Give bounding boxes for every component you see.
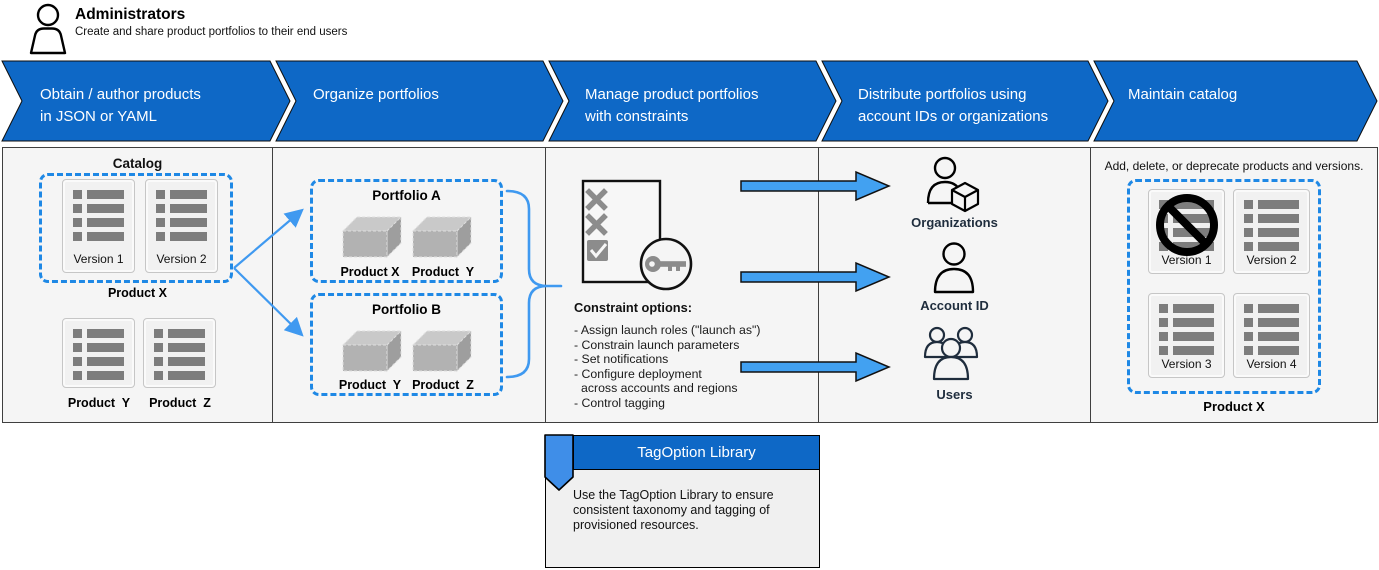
account-id-person-icon — [933, 242, 975, 294]
version-3-document: Version 3 — [1148, 293, 1225, 378]
document-lines — [1244, 304, 1299, 355]
product-cube-icon — [341, 215, 403, 259]
constraint-item-continuation: across accounts and regions — [581, 381, 738, 396]
constraint-item: - Configure deployment — [574, 366, 702, 381]
document-lines — [73, 329, 124, 380]
step-2-label: Organize portfolios — [313, 86, 439, 103]
panel-portfolios: Portfolio A Product X Product Y Portfoli… — [272, 147, 546, 423]
product-y-document — [62, 318, 135, 388]
product-y-label: Product Y — [67, 396, 131, 410]
version-2-document: Version 2 — [1233, 189, 1310, 274]
portfolio-b-product-1: Product Y — [338, 378, 402, 392]
constraint-options-heading: Constraint options: — [574, 300, 693, 315]
tagoption-ribbon-icon — [544, 434, 574, 491]
version-1-label: Version 1 — [1161, 253, 1212, 267]
document-lines — [73, 190, 124, 241]
version-2-document: Version 2 — [145, 179, 218, 273]
checkbox-checked-icon — [587, 240, 608, 261]
step-5-label: Maintain catalog — [1128, 86, 1238, 103]
organizations-label: Organizations — [911, 215, 998, 230]
product-z-label: Product Z — [149, 396, 211, 410]
x-mark-icon — [585, 188, 608, 236]
version-3-label: Version 3 — [1161, 357, 1212, 371]
panel-distribution: Organizations Account ID Users — [818, 147, 1091, 423]
product-x-label: Product X — [107, 286, 168, 300]
product-cube-icon — [411, 215, 473, 259]
administrator-person-icon — [29, 3, 67, 55]
catalog-title: Catalog — [112, 156, 163, 171]
chevron-step-2 — [275, 60, 564, 142]
chevron-step-3 — [548, 60, 837, 142]
product-z-document — [143, 318, 216, 388]
chevron-step-1 — [1, 60, 291, 142]
tagoption-text-line: consistent taxonomy and tagging of — [573, 503, 770, 517]
panel-catalog: Catalog Version 1 Version 2 Product X Pr… — [2, 147, 273, 423]
constraint-item: - Set notifications — [574, 352, 669, 367]
document-lines — [1159, 304, 1214, 355]
version-2-label: Version 2 — [1246, 253, 1297, 267]
tagoption-header: TagOption Library — [573, 435, 820, 470]
product-x-version-group — [39, 173, 233, 283]
portfolio-a-product-2: Product Y — [411, 265, 475, 279]
tagoption-body: Use the TagOption Library to ensure cons… — [545, 469, 820, 568]
product-x-maintain-group — [1127, 179, 1321, 394]
panel-constraints: Constraint options: - Assign launch role… — [545, 147, 819, 423]
chevron-step-5 — [1093, 60, 1378, 142]
constraint-checklist-key-icon — [581, 179, 693, 291]
version-1-label: Version 1 — [73, 252, 124, 266]
constraint-item: - Assign launch roles ("launch as") — [574, 323, 761, 337]
panel-maintain: Add, delete, or deprecate products and v… — [1090, 147, 1378, 423]
portfolio-a-product-1: Product X — [340, 265, 400, 279]
version-4-label: Version 4 — [1246, 357, 1297, 371]
constraint-item: - Control tagging — [574, 395, 665, 410]
tagoption-title: TagOption Library — [637, 444, 756, 461]
product-x-label: Product X — [1203, 399, 1265, 414]
document-lines — [154, 329, 205, 380]
version-1-document: Version 1 — [62, 179, 135, 273]
admin-title: Administrators — [75, 6, 186, 23]
process-chevron-banner — [1, 60, 1378, 142]
constraint-item: - Constrain launch parameters — [574, 337, 740, 352]
chevron-step-4 — [821, 60, 1109, 142]
maintain-note: Add, delete, or deprecate products and v… — [1104, 159, 1364, 173]
version-2-label: Version 2 — [156, 252, 207, 266]
users-label: Users — [936, 387, 973, 402]
portfolio-b-title: Portfolio B — [372, 302, 441, 317]
product-cube-icon — [341, 329, 403, 373]
portfolio-a-box: Portfolio A Product X Product Y — [310, 179, 503, 283]
portfolio-b-box: Portfolio B Product Y Product Z — [310, 293, 503, 396]
constraint-options-list: - Assign launch roles ("launch as") - Co… — [574, 323, 809, 411]
account-id-label: Account ID — [920, 298, 989, 313]
tagoption-text-line: provisioned resources. — [573, 518, 699, 532]
organizations-icon — [926, 156, 980, 213]
document-lines — [156, 190, 207, 241]
prohibited-icon — [1156, 194, 1218, 256]
portfolio-a-title: Portfolio A — [372, 188, 441, 203]
users-group-icon — [923, 326, 979, 381]
portfolio-b-product-2: Product Z — [412, 378, 474, 392]
product-cube-icon — [411, 329, 473, 373]
key-icon — [645, 256, 686, 272]
version-4-document: Version 4 — [1233, 293, 1310, 378]
admin-subtitle: Create and share product portfolios to t… — [75, 26, 348, 38]
document-lines — [1244, 200, 1299, 251]
tagoption-text-line: Use the TagOption Library to ensure — [573, 488, 774, 502]
